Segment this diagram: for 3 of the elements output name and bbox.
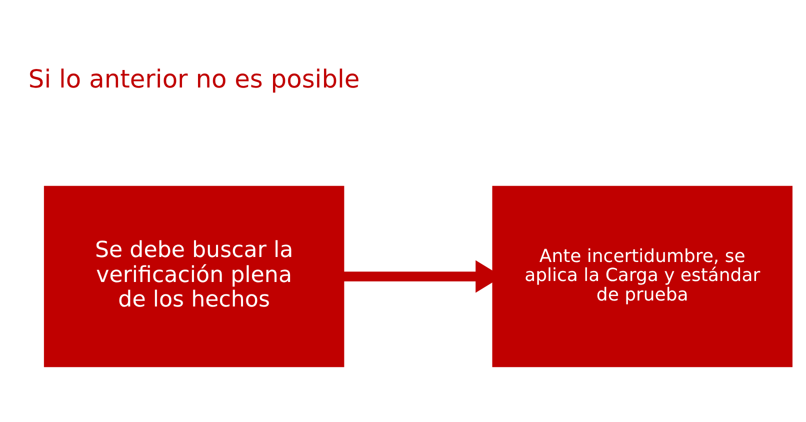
node-box: Se debe buscar la verificación plena de los hechos [44, 185, 344, 367]
node-box: Ante incertidumbre, se aplica la Carga y estándar de prueba [492, 185, 792, 367]
label: Si lo anterior no es posible [28, 64, 360, 94]
